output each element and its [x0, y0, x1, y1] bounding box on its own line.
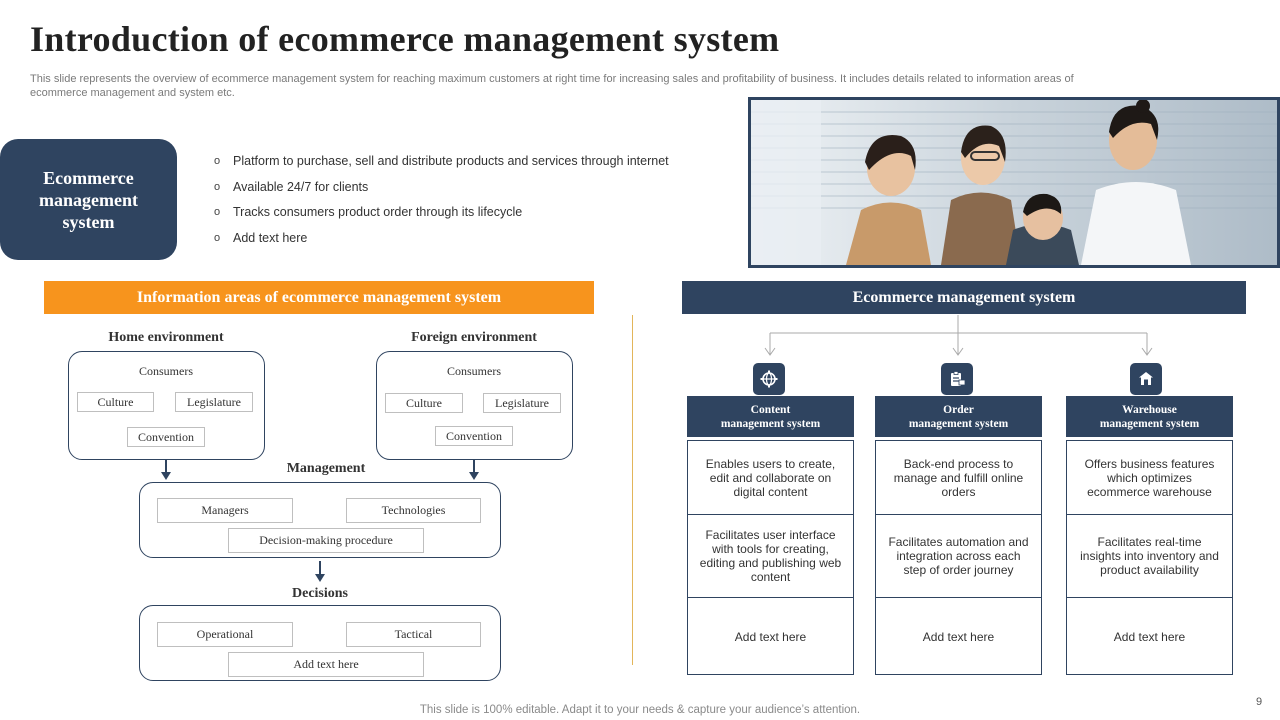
ems-arrowhead-right: [1141, 347, 1153, 356]
home-legislature-tag: Legislature: [175, 392, 253, 412]
foreign-consumers-label: Consumers: [447, 364, 501, 378]
management-down-arrow-head: [315, 574, 325, 582]
info-areas-header: Information areas of ecommerce managemen…: [44, 281, 594, 314]
content-cell-1: Enables users to create, edit and collab…: [705, 456, 836, 499]
order-title-line-1: Order: [943, 403, 974, 416]
content-icon-tile: [753, 363, 785, 395]
footer-note: This slide is 100% editable. Adapt it to…: [419, 704, 861, 716]
bullet-text: Add text here: [233, 230, 308, 245]
decisions-label: Decisions: [292, 586, 348, 601]
content-title-line-2: management system: [720, 417, 821, 430]
section-divider: [632, 315, 633, 665]
bullet-symbol: o: [214, 206, 221, 218]
order-cell-3: Add text here: [876, 597, 1041, 675]
page-subtitle: This slide represents the overview of ec…: [30, 73, 1074, 99]
order-cell-2: Facilitates automation and integration a…: [876, 514, 1041, 597]
home-consumers-label: Consumers: [139, 364, 193, 378]
warehouse-cell-1: Offers business features which optimizes…: [1084, 456, 1215, 499]
order-clipboard-icon: [951, 371, 966, 386]
content-column-body: Enables users to create, edit and collab…: [687, 440, 854, 675]
team-meeting-photo: [748, 97, 1280, 268]
warehouse-title-line-2: management system: [1099, 417, 1200, 430]
home-environment-label: Home environment: [108, 330, 224, 345]
feature-bullet-list: o Platform to purchase, sell and distribu…: [214, 152, 734, 254]
globe-gear-icon: [760, 370, 778, 388]
order-title-line-2: management system: [908, 417, 1009, 430]
decisions-add-text-tag: Add text here: [228, 652, 424, 677]
order-column-body: Back-end process to manage and fulfill o…: [875, 440, 1042, 675]
home-down-arrow-head: [161, 472, 171, 480]
bullet-symbol: o: [214, 155, 221, 167]
warehouse-title-line-1: Warehouse: [1122, 403, 1177, 416]
content-cell-3: Add text here: [688, 597, 853, 675]
technologies-tag: Technologies: [346, 498, 481, 523]
home-convention-tag: Convention: [127, 427, 205, 447]
foreign-environment-label: Foreign environment: [411, 330, 537, 345]
warehouse-column-body: Offers business features which optimizes…: [1066, 440, 1233, 675]
bullet-text: Available 24/7 for clients: [233, 179, 369, 194]
foreign-legislature-tag: Legislature: [483, 393, 561, 413]
bullet-symbol: o: [214, 180, 221, 193]
bullet-item: o Tracks consumers product order through …: [214, 203, 734, 229]
ems-arrowhead-middle: [952, 347, 964, 356]
warehouse-cell-3: Add text here: [1067, 597, 1232, 675]
decision-making-tag: Decision-making procedure: [228, 528, 424, 553]
info-arrows: [161, 459, 479, 582]
ecommerce-box-line-3: system: [62, 211, 115, 232]
content-cell-2: Facilitates user interface with tools fo…: [688, 514, 853, 597]
bullet-item: o Add text here: [214, 229, 734, 255]
warehouse-icon: [1139, 372, 1153, 385]
ecommerce-box-line-2: management: [39, 189, 138, 210]
content-title-line-1: Content: [750, 403, 791, 416]
ems-header: Ecommerce management system: [682, 281, 1246, 314]
ems-connectors: [764, 315, 1153, 356]
order-icon-tile: [941, 363, 973, 395]
page-title: Introduction of ecommerce management sys…: [30, 19, 780, 59]
management-label: Management: [286, 461, 366, 476]
bullet-text: Tracks consumers product order through i…: [233, 205, 523, 219]
ecommerce-box-line-1: Ecommerce: [43, 167, 134, 188]
home-culture-tag: Culture: [77, 392, 154, 412]
team-meeting-illustration: [751, 100, 1277, 265]
bullet-item: o Platform to purchase, sell and distribu…: [214, 152, 734, 178]
warehouse-icon-tile: [1130, 363, 1162, 395]
bullet-symbol: o: [214, 231, 221, 244]
operational-tag: Operational: [157, 622, 293, 647]
bullet-item: o Available 24/7 for clients: [214, 178, 734, 204]
foreign-convention-tag: Convention: [435, 426, 513, 446]
warehouse-cell-2: Facilitates real-time insights into inve…: [1067, 514, 1232, 597]
foreign-culture-tag: Culture: [385, 393, 463, 413]
foreign-down-arrow-head: [469, 472, 479, 480]
bullet-text: Platform to purchase, sell and distribut…: [233, 154, 669, 168]
managers-tag: Managers: [157, 498, 293, 523]
order-cell-1: Back-end process to manage and fulfill o…: [893, 456, 1024, 499]
ems-arrowhead-left: [764, 347, 776, 356]
page-number: 9: [1256, 696, 1263, 708]
tactical-tag: Tactical: [346, 622, 481, 647]
ecommerce-system-box: Ecommerce management system: [0, 139, 177, 260]
